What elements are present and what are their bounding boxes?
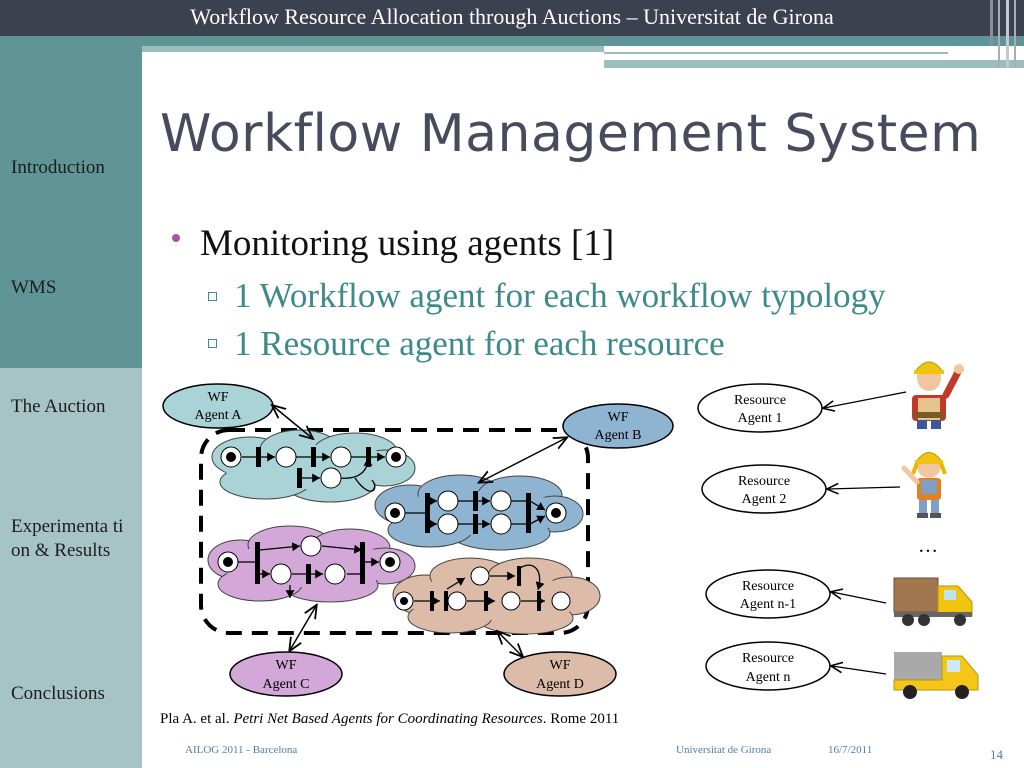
sidebar-item-experimentation[interactable]: Experimenta tion & Results <box>11 516 124 561</box>
sidebar-item-introduction[interactable]: Introduction <box>11 157 105 178</box>
sub-bullet-resource-agent: 1 Resource agent for each resource <box>234 324 725 363</box>
page-number: 14 <box>990 747 1003 762</box>
citation-title: Petri Net Based Agents for Coordinating … <box>233 711 543 727</box>
slide-title: Workflow Management System <box>160 104 982 164</box>
resource-agent-1-line1: Resource <box>734 393 786 408</box>
wf-agent-a: WF Agent A <box>162 383 274 429</box>
resource-agent-2-line2: Agent 2 <box>742 492 787 507</box>
builder-woman-icon <box>901 452 947 518</box>
workflow-group-boundary <box>199 428 590 635</box>
banner-title: Workflow Resource Allocation through Auc… <box>190 4 834 29</box>
wf-agent-b-line1: WF <box>608 410 629 425</box>
petri-net-a <box>242 452 385 492</box>
wf-agent-b: WF Agent B <box>562 403 674 449</box>
resource-agent-n-1-line2: Agent n-1 <box>740 597 796 612</box>
resource-agent-n-1: Resource Agent n-1 <box>705 569 831 619</box>
builder-man-icon <box>912 361 964 429</box>
petri-net-b-nodes <box>384 490 567 535</box>
petri-net-a-nodes <box>220 446 407 489</box>
sub-bullet-marker <box>208 339 217 348</box>
footer-event: AILOG 2011 - Barcelona <box>185 744 298 756</box>
footer-university: Universitat de Girona <box>676 744 772 756</box>
more-resources-ellipsis: … <box>918 535 938 557</box>
bullet-marker <box>172 234 180 242</box>
sidebar-item-conclusions[interactable]: Conclusions <box>11 683 105 704</box>
wf-agent-a-line2: Agent A <box>194 408 242 423</box>
resource-agent-n-line1: Resource <box>742 651 794 666</box>
wf-agent-d-line2: Agent D <box>536 677 584 692</box>
van-icon <box>893 652 979 699</box>
resource-agent-1-line2: Agent 1 <box>738 411 783 426</box>
resource-arrows <box>824 391 907 675</box>
sidebar-active-section <box>0 36 142 368</box>
sidebar-inactive-section <box>0 368 142 768</box>
sidebar-item-the-auction[interactable]: The Auction <box>11 396 106 417</box>
petri-net-d-nodes <box>394 566 571 611</box>
petri-net-c-nodes <box>217 535 401 585</box>
sub-bullet-workflow-agent: 1 Workflow agent for each workflow typol… <box>234 276 886 315</box>
wf-agent-c: WF Agent C <box>229 651 343 697</box>
reference-citation: Pla A. et al. Petri Net Based Agents for… <box>160 711 619 728</box>
wf-agent-a-line1: WF <box>208 390 229 405</box>
agent-workflow-arrows <box>273 406 566 656</box>
resource-agent-1: Resource Agent 1 <box>697 383 823 433</box>
resource-agent-2: Resource Agent 2 <box>701 464 827 514</box>
resource-agent-n-1-line1: Resource <box>742 579 794 594</box>
truck-icon <box>893 577 973 626</box>
sub-bullet-marker <box>208 292 217 301</box>
wf-agent-d: WF Agent D <box>503 651 617 697</box>
wf-agent-c-line2: Agent C <box>262 677 309 692</box>
resource-agent-n: Resource Agent n <box>705 641 831 691</box>
wf-agent-b-line2: Agent B <box>594 428 641 443</box>
sidebar-item-wms[interactable]: WMS <box>11 277 57 298</box>
citation-rest: . Rome 2011 <box>542 711 620 727</box>
bullet-monitoring: Monitoring using agents [1] <box>200 223 615 264</box>
footer-date: 16/7/2011 <box>828 744 873 756</box>
wf-agent-c-line1: WF <box>276 658 297 673</box>
resource-agent-2-line1: Resource <box>738 474 790 489</box>
resource-agent-n-line2: Agent n <box>746 670 791 685</box>
wf-agent-d-line1: WF <box>550 658 571 673</box>
header-banner: Workflow Resource Allocation through Auc… <box>0 0 1024 36</box>
citation-authors: Pla A. et al. <box>160 711 234 727</box>
